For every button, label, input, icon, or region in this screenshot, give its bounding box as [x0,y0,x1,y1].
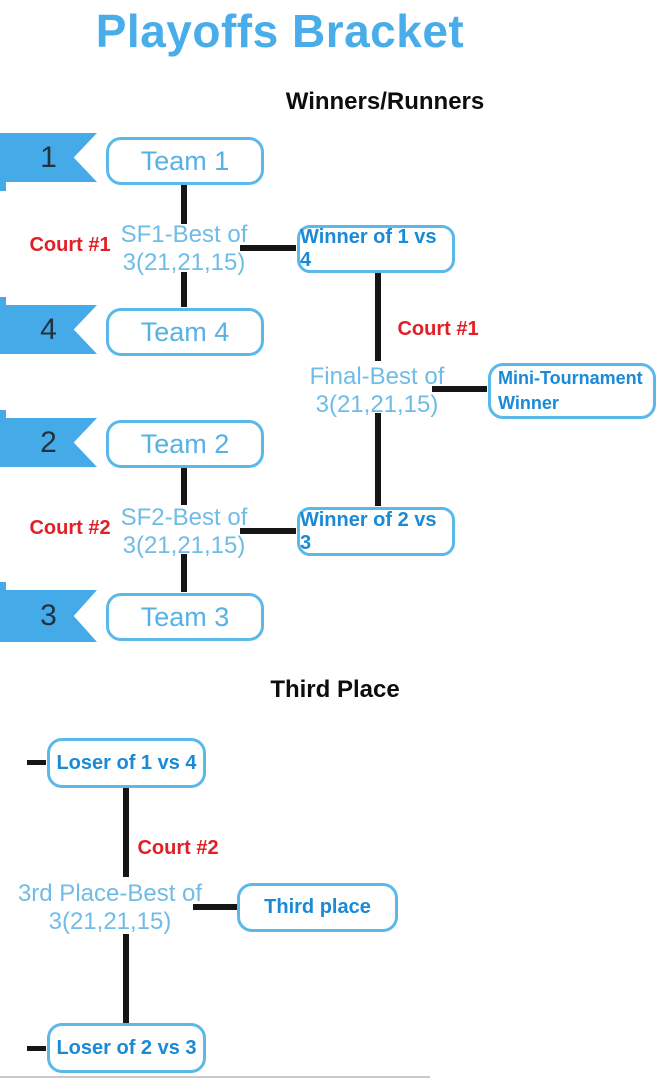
connector-sf2-winner2 [240,528,296,534]
sf2-court-label: Court #2 [29,517,111,539]
connector-final-winner2 [375,413,381,506]
third-line2: 3(21,21,15) [48,907,172,935]
champion-line1: Mini-Tournament [498,367,643,388]
connector-sf1-winner1 [240,245,296,251]
team-1-label: Team 1 [140,145,230,176]
champion-line2: Winner [498,393,559,413]
seed-4-number: 4 [40,313,57,346]
seed-1-number: 1 [40,141,57,174]
sf1-line1: SF1-Best of [120,221,248,248]
team-1-box: Team 1 [106,137,264,185]
seed-3-number: 3 [40,599,57,632]
winner-1v4-box: Winner of 1 vs 4 [297,225,455,273]
loser-2v3-label: Loser of 2 vs 3 [56,1036,197,1059]
winner-2v3-label: Winner of 2 vs 3 [300,508,437,554]
connector-team2-sf2 [181,468,187,505]
third-place-box: Third place [237,883,398,932]
team-4-box: Team 4 [106,308,264,356]
page-edge-line [0,1076,430,1078]
winner-1v4-label: Winner of 1 vs 4 [300,226,437,271]
loser-1v4-box: Loser of 1 vs 4 [47,738,206,788]
connector-sf1-team4 [181,272,187,307]
team-3-box: Team 3 [106,593,264,641]
third-court-label: Court #2 [137,837,219,859]
sf2-line1: SF2-Best of [120,504,248,531]
champion-box: Mini-Tournament Winner [488,363,656,419]
connector-thirdmatch-result [193,904,237,910]
sf1-line2: 3(21,21,15) [122,248,246,276]
connector-loser1-thirdmatch [123,788,129,877]
final-line1: Final-Best of [309,363,445,390]
team-4-label: Team 4 [140,316,230,347]
third-match-label: 3rd Place-Best of 3(21,21,15) [10,880,210,935]
final-court-label: Court #1 [397,318,479,340]
final-match-label: Final-Best of 3(21,21,15) [287,363,467,418]
team-2-label: Team 2 [140,428,230,459]
seed-2-number: 2 [40,426,57,459]
loser-2v3-box: Loser of 2 vs 3 [47,1023,206,1073]
connector-sf2-team3 [181,554,187,592]
winner-2v3-box: Winner of 2 vs 3 [297,507,455,556]
team-2-box: Team 2 [106,420,264,468]
stub-loser1 [27,760,46,765]
connector-final-champion [432,386,487,392]
connector-team1-sf1 [181,185,187,224]
winners-section-heading: Winners/Runners [285,88,485,115]
connector-winner1-final [375,273,381,361]
stub-loser2 [27,1046,46,1051]
sf1-match-label: SF1-Best of 3(21,21,15) [94,221,274,276]
loser-1v4-label: Loser of 1 vs 4 [56,751,197,774]
connector-thirdmatch-loser2 [123,934,129,1023]
third-place-label: Third place [264,896,371,918]
sf1-court-label: Court #1 [29,234,111,256]
third-place-section-heading: Third Place [270,676,400,703]
page-title: Playoffs Bracket [95,5,465,57]
third-line1: 3rd Place-Best of [17,880,203,907]
team-3-label: Team 3 [140,601,230,632]
